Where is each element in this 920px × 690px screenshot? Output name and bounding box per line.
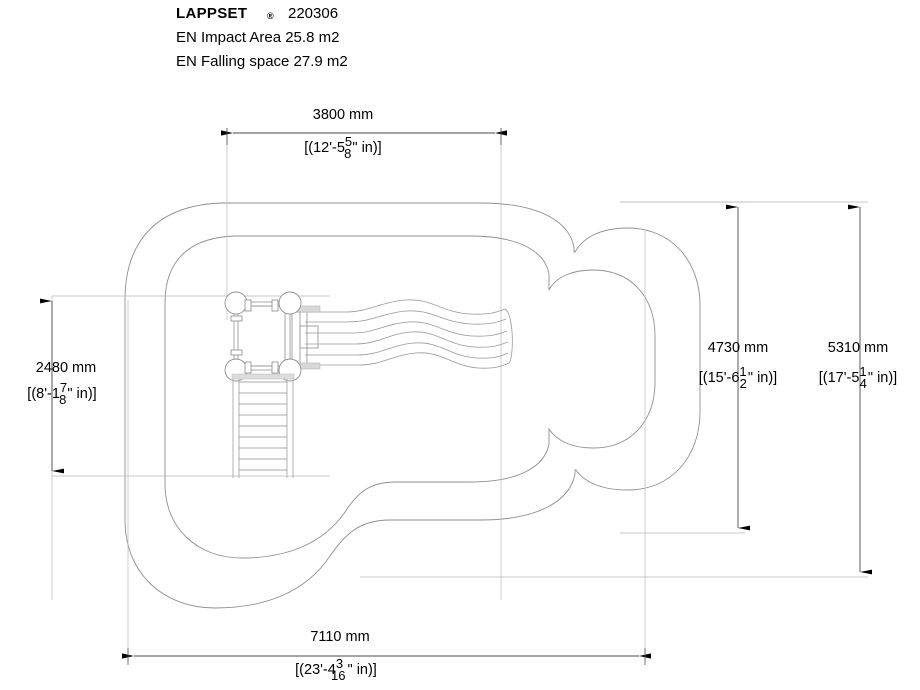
dim-ro-imp-prefix: [(17'-5 xyxy=(819,370,860,386)
slide-end-cap xyxy=(504,308,513,364)
rail-clamps xyxy=(230,299,279,374)
slide-edge-mid-lower xyxy=(305,331,509,348)
dim-ro-imp-num: 1 xyxy=(859,364,866,379)
corner-posts xyxy=(224,291,302,382)
svg-text:[(15'-612" in)]: [(15'-612" in)] xyxy=(699,364,777,391)
svg-text:[(12'-558" in)]: [(12'-558" in)] xyxy=(304,134,381,161)
slide-edge-bottom-inner xyxy=(305,342,509,359)
dim-ri-imp-suffix: " in)] xyxy=(748,370,777,386)
clamp-left-upper xyxy=(230,315,243,322)
dim-bottom-imp-num: 3 xyxy=(336,656,343,671)
dim-top-imp-suffix: " in)] xyxy=(352,140,381,156)
dim-left-imp-den: 8 xyxy=(59,392,66,407)
slide-edge-bottom-outer xyxy=(305,352,510,369)
en-impact-area-outline xyxy=(164,235,656,559)
dim-bottom-imp-den: 16 xyxy=(331,668,345,683)
registered-mark-icon: ® xyxy=(267,11,274,21)
impact-area-label: EN Impact Area 25.8 m2 xyxy=(176,29,339,46)
clamp-top-right xyxy=(271,299,279,312)
dim-ri-imp-prefix: [(15'-6 xyxy=(699,370,740,386)
clamp-bottom-right xyxy=(271,361,279,374)
falling-space-label: EN Falling space 27.9 m2 xyxy=(176,53,348,70)
dim-top-imp-den: 8 xyxy=(344,146,351,161)
dim-top-imp-num: 5 xyxy=(345,134,352,149)
wave-slide xyxy=(305,299,513,369)
entry-frame-inner-panel xyxy=(299,325,319,349)
dim-right-inner-metric: 4730 mm xyxy=(708,340,768,356)
svg-text:[(17'-514" in)]: [(17'-514" in)] xyxy=(819,364,897,391)
safety-zone-outlines xyxy=(124,202,701,609)
dim-ri-imp-den: 2 xyxy=(740,376,747,391)
post-top-right xyxy=(278,291,302,315)
dim-ri-imp-num: 1 xyxy=(739,364,746,379)
dim-top-metric: 3800 mm xyxy=(313,107,373,123)
slide-edge-top-inner xyxy=(305,310,507,325)
dim-ro-imp-den: 4 xyxy=(860,376,867,391)
ladder-top-plate xyxy=(231,373,295,380)
dim-right-outer-metric: 5310 mm xyxy=(828,340,888,356)
deck-square xyxy=(233,301,291,371)
clamp-bottom-left xyxy=(244,361,252,374)
svg-text:[(8'-178" in)]: [(8'-178" in)] xyxy=(27,380,96,407)
dim-bottom-imp-prefix: [(23'-4 xyxy=(295,662,336,678)
dim-ro-imp-suffix: " in)] xyxy=(868,370,897,386)
en-falling-space-outline xyxy=(124,202,701,609)
dim-left-imp-prefix: [(8'-1 xyxy=(27,386,60,402)
access-ladder xyxy=(231,373,295,478)
dim-top-imp-prefix: [(12'-5 xyxy=(304,140,345,156)
clamp-left-lower xyxy=(230,349,243,356)
post-top-left xyxy=(224,291,248,315)
ladder-rungs xyxy=(239,381,287,471)
dim-left-imp-num: 7 xyxy=(60,380,67,395)
dim-bottom-imp-suffix: " in)] xyxy=(348,662,377,678)
slide-edge-top-outer xyxy=(305,299,506,315)
title-block: LAPPSET ® 220306 EN Impact Area 25.8 m2 … xyxy=(176,5,348,70)
product-code: 220306 xyxy=(288,5,338,22)
dim-bottom-metric: 7110 mm xyxy=(310,629,369,645)
slide-edge-mid-upper xyxy=(305,321,508,337)
dim-left-metric: 2480 mm xyxy=(36,360,96,376)
dim-left-imp-suffix: " in)] xyxy=(67,386,96,402)
clamp-top-left xyxy=(244,299,252,312)
brand-logo: LAPPSET xyxy=(176,5,247,22)
